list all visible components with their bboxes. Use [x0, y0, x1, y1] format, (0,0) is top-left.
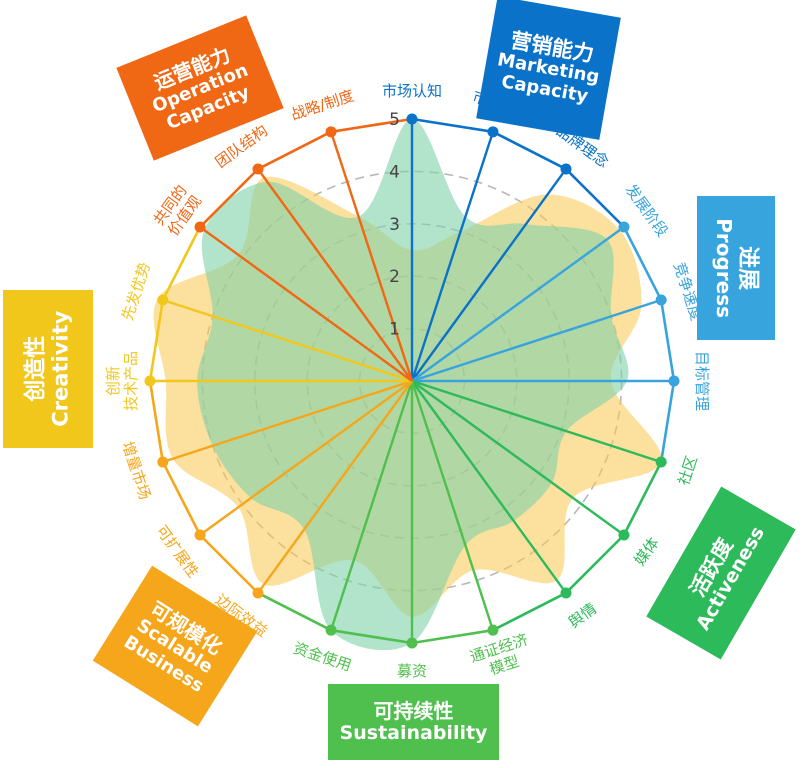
- axis-label-20: 战略/制度: [289, 87, 356, 124]
- spoke-4: [411, 226, 625, 382]
- axis-label-15: 增量市场: [118, 439, 154, 502]
- group-sustainability-zh: 可持续性: [373, 698, 454, 723]
- outer-edge-13: [199, 534, 259, 594]
- node-10: [487, 624, 499, 636]
- outer-edge-5: [659, 299, 676, 382]
- node-3: [560, 163, 572, 175]
- axis-label-9-line-1: 舆情: [565, 599, 600, 631]
- node-1: [406, 113, 418, 125]
- node-15: [157, 456, 169, 468]
- group-progress-en: Progress: [711, 218, 736, 318]
- node-7: [655, 456, 667, 468]
- r-tick-5: 5: [389, 110, 400, 130]
- outer-edge-20: [330, 117, 413, 134]
- spoke-7: [411, 379, 662, 464]
- outer-edge-16: [148, 299, 165, 382]
- spoke-14: [199, 380, 413, 536]
- axis-label-20-line-1: 战略/制度: [289, 87, 356, 124]
- r-tick-4: 4: [389, 162, 400, 182]
- outer-edge-12: [257, 591, 332, 632]
- spoke-17: [162, 298, 413, 383]
- outer-edge-7: [622, 461, 663, 536]
- group-box-sustainability: 可持续性 Sustainability: [328, 684, 499, 760]
- outer-edge-2: [492, 130, 567, 171]
- axis-label-15-line-1: 增量市场: [118, 439, 154, 502]
- axis-label-4: 发展阶段: [622, 181, 672, 240]
- axis-label-4-line-1: 发展阶段: [622, 181, 672, 240]
- axis-label-9: 舆情: [565, 599, 600, 631]
- axis-label-1-line-1: 市场认知: [382, 82, 442, 100]
- spoke-3: [411, 168, 567, 382]
- outer-edge-15: [148, 380, 165, 463]
- r-tick-2: 2: [389, 267, 400, 287]
- node-2: [487, 126, 499, 138]
- group-box-progress: 进展 Progress: [697, 196, 775, 340]
- outer-edge-6: [659, 380, 676, 463]
- outer-edge-9: [492, 591, 567, 632]
- axis-label-16-line-2: 技术产品: [122, 351, 140, 411]
- outer-edge-14: [161, 461, 202, 536]
- group-box-marketing: 营销能力 Marketing Capacity: [476, 0, 621, 140]
- outer-edge-10: [411, 628, 494, 645]
- axis-label-7-line-1: 社区: [675, 454, 701, 488]
- axis-label-8: 媒体: [630, 534, 662, 569]
- outer-edge-17: [161, 226, 202, 301]
- spoke-18: [199, 226, 413, 382]
- r-tick-1: 1: [389, 320, 400, 340]
- axis-label-17-line-1: 先发优势: [118, 260, 154, 323]
- axis-label-10: 通证经济模型: [467, 630, 535, 683]
- axis-label-12-line-1: 资金使用: [291, 639, 354, 675]
- node-17: [157, 294, 169, 306]
- axis-label-6: 目标管理: [693, 351, 711, 411]
- group-box-creativity: 创造性 Creativity: [3, 290, 93, 448]
- outer-edge-19: [257, 130, 332, 171]
- spoke-2: [410, 131, 495, 382]
- spoke-8: [411, 380, 625, 536]
- outer-edge-8: [565, 534, 625, 594]
- axis-label-11-line-1: 募资: [397, 662, 427, 680]
- node-8: [618, 529, 630, 541]
- axis-label-7: 社区: [675, 454, 701, 488]
- axis-label-11: 募资: [397, 662, 427, 680]
- axis-label-6-line-1: 目标管理: [693, 351, 711, 411]
- axis-label-8-line-1: 媒体: [630, 534, 662, 569]
- outer-edge-3: [565, 168, 625, 228]
- spoke-10: [410, 380, 495, 631]
- node-20: [325, 126, 337, 138]
- r-tick-3: 3: [389, 215, 400, 235]
- spoke-19: [257, 168, 413, 382]
- node-11: [406, 637, 418, 649]
- group-creativity-zh: 创造性: [23, 335, 49, 403]
- node-12: [325, 624, 337, 636]
- node-4: [618, 221, 630, 233]
- spoke-5: [411, 298, 662, 383]
- axis-label-16-line-1: 创新: [104, 366, 122, 396]
- node-5: [655, 294, 667, 306]
- spoke-20: [329, 131, 414, 382]
- node-6: [668, 375, 680, 387]
- group-creativity-en: Creativity: [48, 310, 73, 428]
- axis-label-1: 市场认知: [382, 82, 442, 100]
- axis-label-12: 资金使用: [291, 639, 354, 675]
- node-19: [252, 163, 264, 175]
- group-sustainability-en: Sustainability: [339, 721, 488, 744]
- axis-label-16: 创新技术产品: [104, 351, 140, 411]
- outer-edge-18: [199, 168, 259, 228]
- spoke-13: [257, 380, 413, 594]
- node-16: [144, 375, 156, 387]
- outer-edge-11: [330, 628, 413, 645]
- spoke-9: [411, 380, 567, 594]
- spoke-15: [162, 379, 413, 464]
- group-progress-zh: 进展: [735, 245, 761, 290]
- node-18: [194, 221, 206, 233]
- outer-edge-1: [411, 117, 494, 134]
- node-13: [252, 587, 264, 599]
- axis-label-17: 先发优势: [118, 260, 154, 323]
- node-9: [560, 587, 572, 599]
- spoke-12: [329, 380, 414, 631]
- outer-edge-4: [622, 226, 663, 301]
- node-14: [194, 529, 206, 541]
